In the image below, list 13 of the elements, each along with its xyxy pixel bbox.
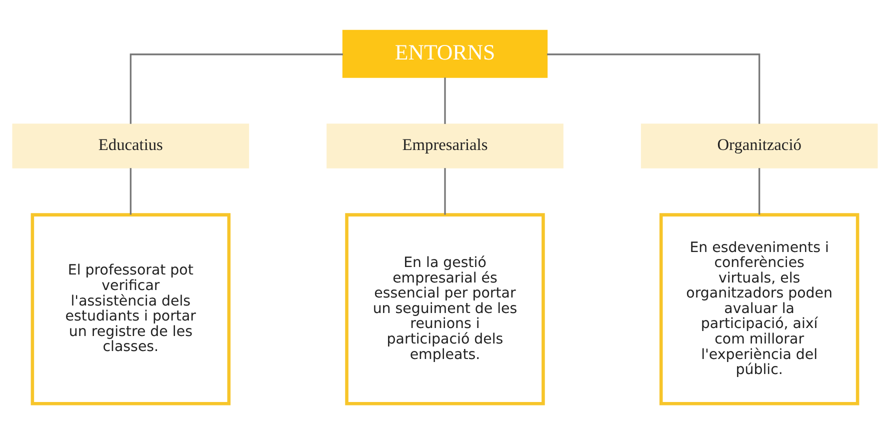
- connector: [444, 168, 446, 215]
- node-box: Educatius: [12, 124, 250, 168]
- connector: [130, 54, 343, 124]
- connector: [758, 168, 760, 215]
- connector: [547, 54, 760, 124]
- connector: [130, 168, 132, 215]
- node-box: ENTORNS: [342, 30, 548, 78]
- node-box: En la gestió empresarial és essencial per portar un seguiment de les reunions i participació dels empleats.: [345, 213, 545, 406]
- connector: [444, 78, 446, 124]
- node-box: En esdeveniments i conferències virtuals, els organitzadors poden avaluar la participació, així com millorar l'experiència del públic.: [659, 213, 860, 406]
- node-box: Empresarials: [326, 124, 564, 168]
- node-box: El professorat pot verificar l'assistència dels estudiants i portar un registre de les classes.: [30, 213, 231, 406]
- node-box: Organització: [640, 124, 878, 168]
